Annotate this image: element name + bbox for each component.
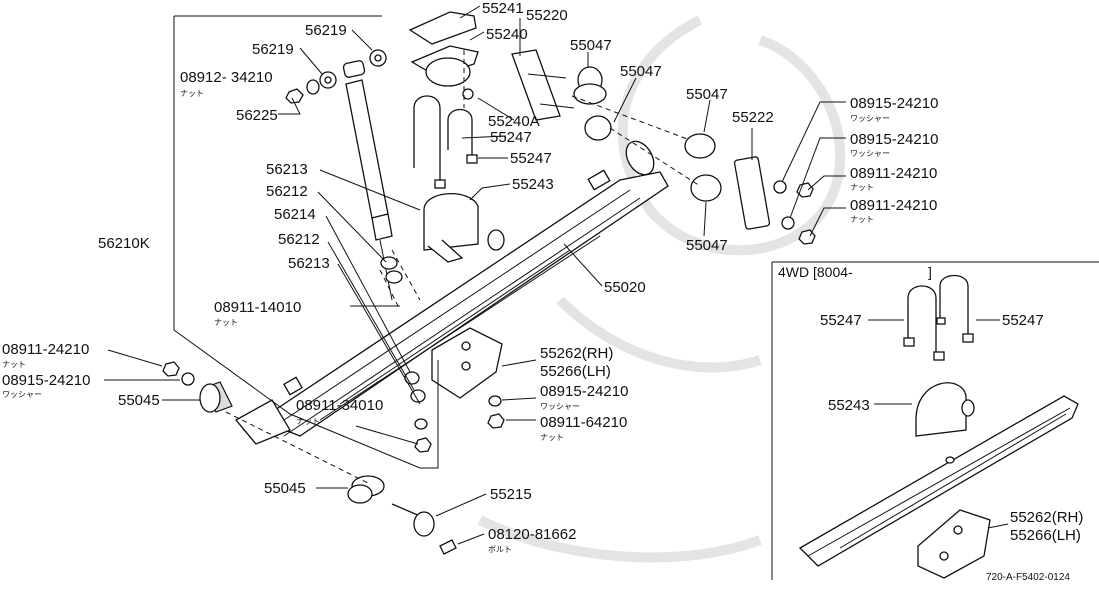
spring-pad (431, 327, 503, 399)
inset-title-bracket: ] (928, 264, 932, 280)
label-55047-a: 55047 (570, 37, 612, 54)
part-labels: 56219 56219 08912- 34210 ナット 56225 55241… (2, 0, 938, 554)
label-55047-c: 55047 (686, 86, 728, 103)
inset-label-55243: 55243 (828, 397, 870, 414)
label-56219-upper: 56219 (305, 22, 347, 39)
label-56212-upper: 56212 (266, 183, 308, 200)
label-55045-upper: 55045 (118, 392, 160, 409)
shock-absorber (342, 60, 403, 301)
label-56214: 56214 (274, 206, 316, 223)
label-56213-upper: 56213 (266, 161, 308, 178)
label-08915-24210-c-sub: ワッシャー (2, 390, 42, 399)
center-nuts (404, 371, 505, 453)
shock-upper-mount-parts (285, 49, 387, 104)
label-55240: 55240 (486, 26, 528, 43)
label-08911-24210-c: 08911-24210 (2, 341, 89, 358)
inset-title: 4WD [8004- (778, 264, 853, 280)
label-08911-14010-sub: ナット (214, 318, 238, 327)
label-56219: 56219 (252, 41, 294, 58)
label-08912-34210-sub: ナット (180, 89, 204, 98)
label-55266-lh: 55266(LH) (540, 363, 611, 380)
label-08911-24210-c-sub: ナット (2, 360, 26, 369)
spring-shackle (511, 49, 771, 230)
label-08120-81662: 08120-81662 (488, 526, 576, 543)
u-bolts (413, 95, 478, 189)
watermark-emblem (477, 15, 846, 563)
label-08911-64210: 08911-64210 (540, 414, 627, 431)
label-55243: 55243 (512, 176, 554, 193)
label-56210K: 56210K (98, 235, 150, 252)
inset-label-55247-left: 55247 (820, 312, 862, 329)
label-08911-24210-a: 08911-24210 (850, 165, 937, 182)
label-55240A: 55240A (488, 113, 540, 130)
label-08911-34010-sub: ナット (296, 417, 320, 426)
label-55241: 55241 (482, 0, 524, 17)
diagram-code: 720-A-F5402-0124 (986, 572, 1070, 583)
label-55020: 55020 (604, 279, 646, 296)
label-08912-34210: 08912- 34210 (180, 69, 273, 86)
label-55262-rh: 55262(RH) (540, 345, 613, 362)
label-55045-lower: 55045 (264, 480, 306, 497)
group-bracket-56210K (173, 15, 439, 469)
label-56213-lower: 56213 (288, 255, 330, 272)
label-08911-24210-b-sub: ナット (850, 215, 874, 224)
label-55215: 55215 (490, 486, 532, 503)
label-56225: 56225 (236, 107, 278, 124)
label-55247-b: 55247 (510, 150, 552, 167)
label-08120-81662-sub: ボルト (488, 545, 512, 554)
label-55047-b: 55047 (620, 63, 662, 80)
spring-seat (423, 193, 505, 263)
bump-stopper-plates (408, 11, 479, 100)
leaf-spring (234, 140, 669, 445)
label-08915-24210-a-sub: ワッシャー (850, 114, 890, 123)
label-56212-lower: 56212 (278, 231, 320, 248)
inset-label-55247-right: 55247 (1002, 312, 1044, 329)
label-08915-24210-d-sub: ワッシャー (540, 402, 580, 411)
label-08911-34010: 08911-34010 (296, 397, 383, 414)
label-55220: 55220 (526, 7, 568, 24)
label-08911-24210-a-sub: ナット (850, 183, 874, 192)
label-08915-24210-c: 08915-24210 (2, 372, 90, 389)
label-55222: 55222 (732, 109, 774, 126)
label-08915-24210-d: 08915-24210 (540, 383, 628, 400)
inset-label-55266-lh: 55266(LH) (1010, 527, 1081, 544)
label-08911-14010: 08911-14010 (214, 299, 301, 316)
assembly-lines (225, 50, 701, 485)
inset-4wd: 4WD [8004- ] 55247 55247 55243 55262(RH)… (771, 261, 1099, 580)
inset-label-55262-rh: 55262(RH) (1010, 509, 1083, 526)
leader-lines (104, 5, 846, 545)
label-55047-d: 55047 (686, 237, 728, 254)
label-08911-64210-sub: ナット (540, 433, 564, 442)
rubber-bushings (573, 66, 722, 202)
spring-bolt (391, 503, 457, 555)
front-bushings (162, 361, 385, 504)
label-55247-a: 55247 (490, 129, 532, 146)
label-08915-24210-a: 08915-24210 (850, 95, 938, 112)
label-08911-24210-b: 08911-24210 (850, 197, 937, 214)
label-08915-24210-b: 08915-24210 (850, 131, 938, 148)
label-08915-24210-b-sub: ワッシャー (850, 149, 890, 158)
